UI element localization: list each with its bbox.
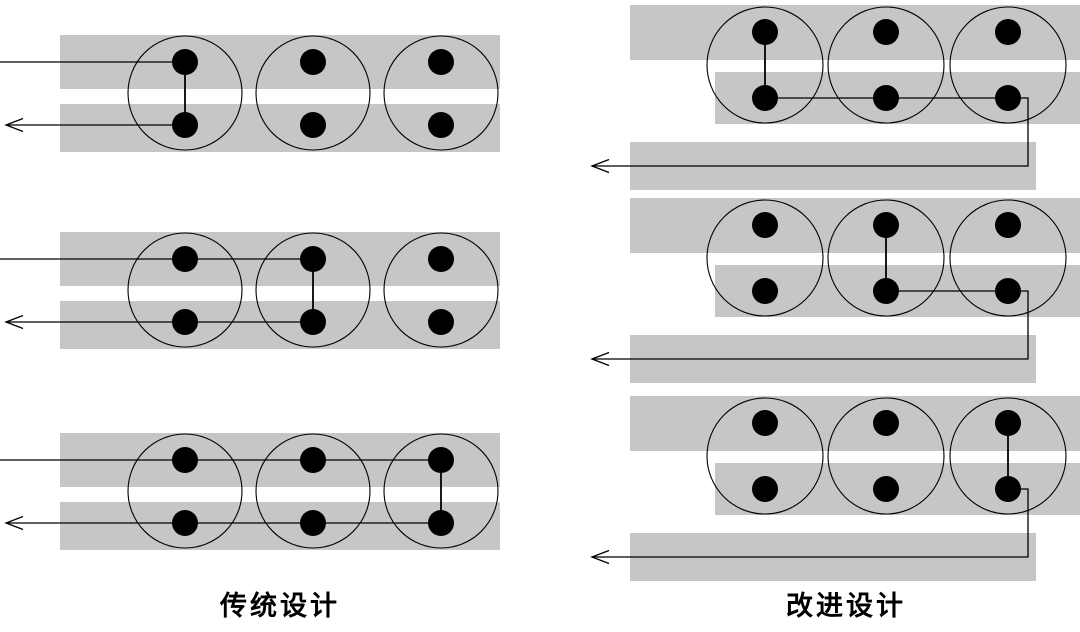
- return-busbar: [60, 104, 500, 152]
- fuse-circle: [706, 199, 824, 317]
- fuse-circle: [127, 232, 243, 348]
- terminal-dot: [752, 410, 778, 436]
- terminal-dot: [752, 278, 778, 304]
- traditional-design-label: 传统设计: [220, 591, 340, 622]
- fuse-circle: [383, 232, 499, 348]
- terminal-dot: [300, 246, 326, 272]
- return-busbar: [60, 301, 500, 349]
- fuse-circle: [949, 397, 1067, 515]
- terminal-dot: [873, 19, 899, 45]
- terminal-dot: [428, 49, 454, 75]
- fuse-circle: [255, 232, 371, 348]
- fuse-group-improved-2: [590, 198, 1080, 383]
- fuse-group-improved-3: [590, 396, 1080, 581]
- terminal-dot: [995, 19, 1021, 45]
- terminal-dot: [428, 510, 454, 536]
- fuse-group-traditional-3: [0, 433, 500, 550]
- terminal-dot: [995, 212, 1021, 238]
- terminal-dot: [752, 476, 778, 502]
- terminal-dot: [428, 447, 454, 473]
- terminal-dot: [873, 212, 899, 238]
- fuse-circle: [706, 397, 824, 515]
- improved-design-label: 改进设计: [786, 591, 906, 622]
- terminal-dot: [172, 112, 198, 138]
- terminal-dot: [172, 510, 198, 536]
- fuse-group-improved-1: [590, 5, 1080, 190]
- terminal-dot: [428, 112, 454, 138]
- terminal-dot: [300, 447, 326, 473]
- fuse-circle: [383, 433, 499, 549]
- fuse-circle: [127, 433, 243, 549]
- left-arrow-icon: [4, 515, 24, 531]
- terminal-dot: [995, 278, 1021, 304]
- left-arrow-icon: [590, 351, 610, 367]
- fuse-circle: [827, 6, 945, 124]
- fuse-circle: [827, 199, 945, 317]
- terminal-dot: [300, 510, 326, 536]
- terminal-dot: [873, 278, 899, 304]
- terminal-dot: [300, 49, 326, 75]
- terminal-dot: [172, 309, 198, 335]
- fuse-circle: [383, 35, 499, 151]
- left-arrow-icon: [4, 314, 24, 330]
- fuse-circle: [706, 6, 824, 124]
- terminal-dot: [300, 309, 326, 335]
- terminal-dot: [752, 85, 778, 111]
- left-arrow-icon: [590, 549, 610, 565]
- return-busbar: [60, 502, 500, 550]
- terminal-dot: [752, 19, 778, 45]
- left-arrow-icon: [4, 117, 24, 133]
- terminal-dot: [172, 49, 198, 75]
- terminal-dot: [995, 85, 1021, 111]
- fuse-group-traditional-1: [0, 35, 500, 152]
- fuse-circle: [827, 397, 945, 515]
- terminal-dot: [172, 246, 198, 272]
- fuse-circle: [255, 35, 371, 151]
- terminal-dot: [873, 85, 899, 111]
- terminal-dot: [752, 212, 778, 238]
- terminal-dot: [300, 112, 326, 138]
- fuse-circle: [255, 433, 371, 549]
- terminal-dot: [995, 476, 1021, 502]
- terminal-dot: [428, 246, 454, 272]
- fuse-circle: [949, 6, 1067, 124]
- terminal-dot: [428, 309, 454, 335]
- terminal-dot: [172, 447, 198, 473]
- left-arrow-icon: [590, 158, 610, 174]
- fuse-group-traditional-2: [0, 232, 500, 349]
- terminal-dot: [873, 476, 899, 502]
- fuse-circle: [949, 199, 1067, 317]
- fuse-circle: [127, 35, 243, 151]
- terminal-dot: [995, 410, 1021, 436]
- terminal-dot: [873, 410, 899, 436]
- return-path-line: [592, 290, 1029, 360]
